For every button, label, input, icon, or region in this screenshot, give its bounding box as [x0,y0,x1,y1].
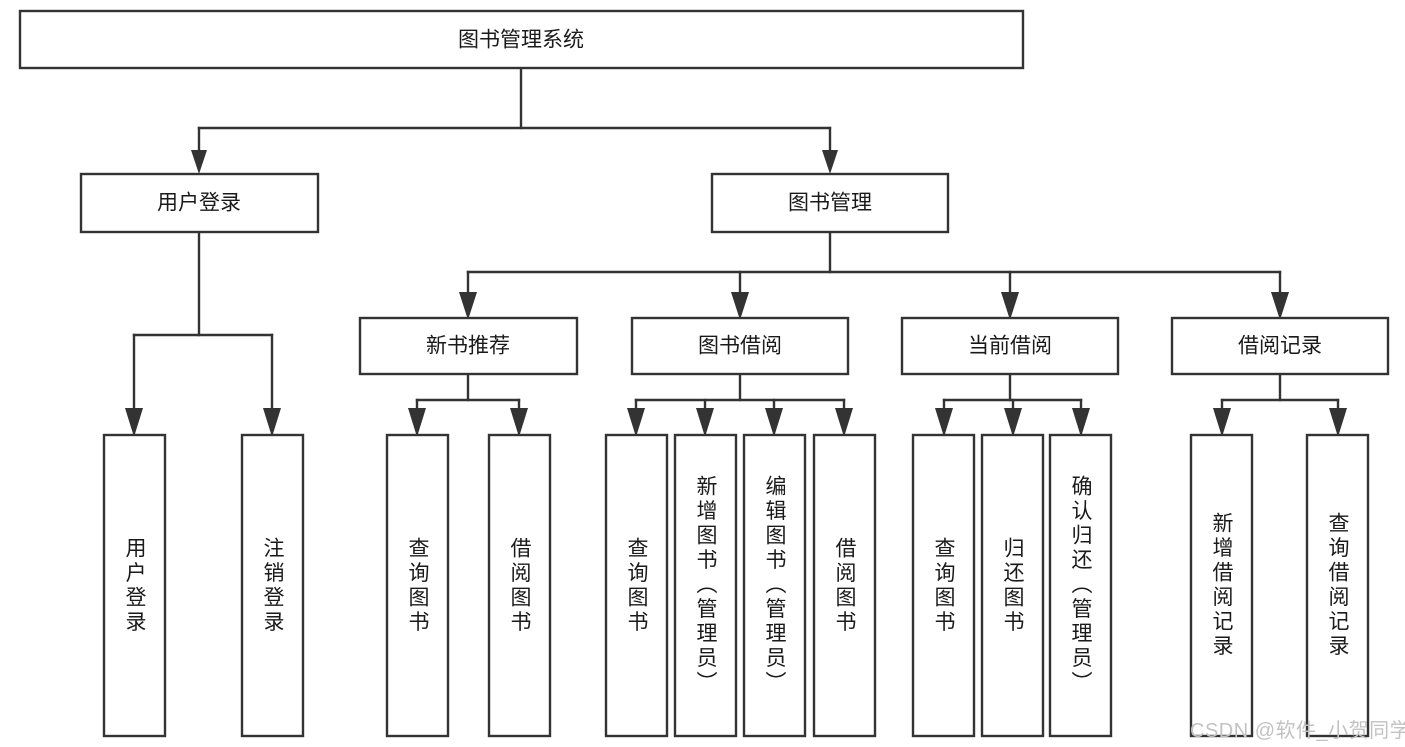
node-leaf-borrow-add-book-box[interactable] [673,433,738,738]
node-new-book-rec-box[interactable] [358,316,579,376]
node-borrow-record-box[interactable] [1170,316,1390,376]
node-book-borrow-box[interactable] [630,316,850,376]
node-leaf-rec-add-record-box[interactable] [1189,433,1254,738]
csdn-watermark: CSDN @软件_小贺同学 [1190,720,1405,742]
connector-group-borrow-record [1213,372,1347,437]
connector-group-root [191,66,838,174]
node-leaf-borrow-edit-book-box[interactable] [742,433,807,738]
node-leaf-cur-confirm-return-box[interactable] [1048,433,1113,738]
connector-group-current-borrow [935,372,1090,437]
connector-group-book-borrow [627,372,853,437]
node-leaf-rec-query-record-box[interactable] [1305,433,1370,738]
node-leaf-rec-query-book-box[interactable] [385,433,450,738]
arrow-head-current-borrow [1001,292,1019,320]
node-leaf-borrow-borrow-book-box[interactable] [812,433,877,738]
node-root-box[interactable] [18,9,1025,70]
node-root-label: 图书管理系统 [458,29,584,52]
arrow-head-book-manage [822,150,838,174]
node-leaf-cur-query-book-box[interactable] [911,433,976,738]
arrow-head-new-book-rec [459,292,477,320]
arrow-head-leaf-cur-confirm-return [1072,408,1090,437]
node-book-manage-box[interactable] [710,172,950,234]
node-leaf-user-logout-box[interactable] [240,433,305,738]
node-book-borrow-label: 图书借阅 [698,335,782,358]
arrow-head-book-borrow [731,292,749,320]
node-user-login-label: 用户登录 [157,192,241,215]
arrow-head-leaf-rec-query-record [1329,408,1347,437]
arrow-head-leaf-borrow-borrow-book [835,408,853,437]
node-leaf-cur-return-book-box[interactable] [980,433,1045,738]
node-new-book-rec-label: 新书推荐 [426,335,510,358]
arrow-head-leaf-rec-add-record [1213,408,1231,437]
arrow-head-leaf-cur-return-book [1004,408,1022,437]
node-current-borrow-label: 当前借阅 [968,335,1052,358]
node-leaf-borrow-query-book-box[interactable] [604,433,669,738]
node-borrow-record-label: 借阅记录 [1238,335,1322,358]
arrow-head-leaf-user-login [125,408,143,437]
arrow-head-leaf-borrow-query-book [627,408,645,437]
node-book-manage-label: 图书管理 [788,192,872,215]
arrow-head-leaf-rec-borrow-book [510,408,528,437]
arrow-head-leaf-borrow-add-book [696,408,714,437]
connector-group-book-manage [459,230,1289,320]
arrow-head-leaf-rec-query-book [408,408,426,437]
connector-group-user-login [125,230,281,437]
node-current-borrow-box[interactable] [900,316,1120,376]
arrow-head-leaf-cur-query-book [935,408,953,437]
arrow-head-user-login [191,150,207,174]
arrow-head-borrow-record [1271,292,1289,320]
node-leaf-user-login-box[interactable] [102,433,167,738]
arrow-head-leaf-borrow-edit-book [765,408,783,437]
node-leaf-rec-borrow-book-box[interactable] [487,433,552,738]
connector-group-new-book-rec [408,372,528,437]
node-user-login-box[interactable] [79,172,320,234]
arrow-head-leaf-user-logout [263,408,281,437]
